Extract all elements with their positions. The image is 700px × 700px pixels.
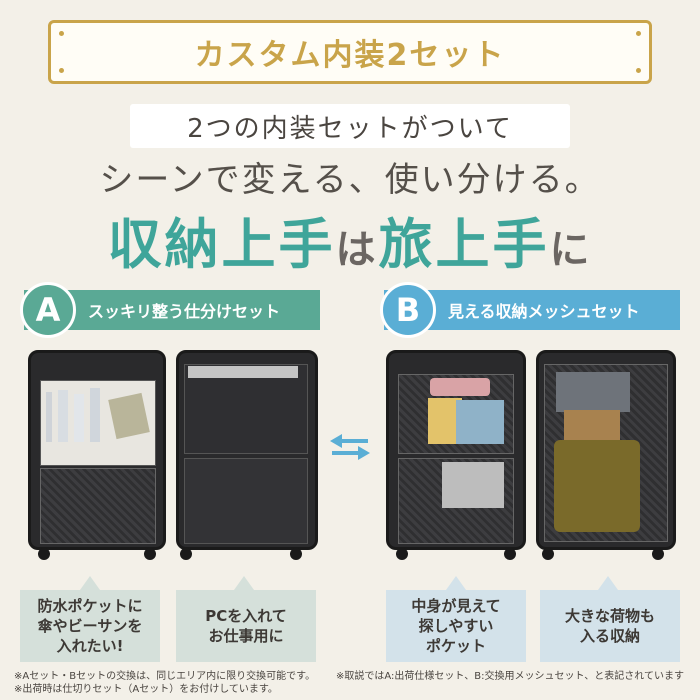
set-b-ribbon: B 見える収納メッシュセット	[380, 282, 680, 338]
footnote-right-line-1: ※取説ではA:出荷仕様セット、B:交換用メッシュセット、と表記されています	[336, 671, 684, 682]
callout-pc-compartment: PCを入れてお仕事用に	[176, 590, 316, 662]
callout-large-storage: 大きな荷物も入る収納	[540, 590, 680, 662]
callout-3-line-3: ポケット	[425, 637, 486, 655]
callout-1-line-2: 傘やビーサンを	[37, 617, 143, 635]
callout-waterproof-pocket: 防水ポケットに傘やビーサンを入れたい!	[20, 590, 160, 662]
title-banner: カスタム内装2セット	[48, 20, 652, 84]
footnote-left-line-1: ※Aセット・Bセットの交換は、同じエリア内に限り交換可能です。	[14, 671, 316, 682]
lead-line-2: シーンで変える、使い分ける。	[99, 160, 601, 200]
set-a-label: スッキリ整う仕分けセット	[88, 302, 281, 321]
callout-4-line-2: 入る収納	[579, 627, 640, 645]
set-a-ribbon: A スッキリ整う仕分けセット	[20, 282, 320, 338]
hero-part-2: は	[335, 227, 379, 273]
lead-line-1: 2つの内装セットがついて	[130, 104, 570, 148]
set-a-badge: A	[20, 282, 76, 338]
set-b-badge: B	[380, 282, 436, 338]
swap-arrows-icon	[330, 434, 370, 460]
page-title: カスタム内装2セット	[194, 38, 506, 73]
footnote-right: ※取説ではA:出荷仕様セット、B:交換用メッシュセット、と表記されています	[336, 670, 692, 683]
suitcase-a-image	[28, 350, 318, 562]
hero-part-3: 旅上手	[378, 213, 550, 276]
hero-heading: 収納上手は旅上手に	[0, 200, 700, 279]
set-b-label: 見える収納メッシュセット	[448, 302, 640, 321]
callout-2-line-2: お仕事用に	[208, 627, 284, 645]
callout-3-line-1: 中身が見えて	[411, 597, 501, 615]
callout-1-line-3: 入れたい!	[56, 637, 124, 655]
callout-1-line-1: 防水ポケットに	[37, 597, 143, 615]
callout-2-line-1: PCを入れて	[205, 607, 287, 625]
callout-4-line-1: 大きな荷物も	[564, 607, 655, 625]
hero-part-1: 収納上手	[107, 213, 336, 276]
suitcase-b-image	[386, 350, 676, 562]
callout-visible-pocket: 中身が見えて探しやすいポケット	[386, 590, 526, 662]
footnote-left-line-2: ※出荷時は仕切りセット（Aセット）をお付けしています。	[14, 684, 278, 695]
callout-3-line-2: 探しやすい	[418, 617, 494, 635]
footnote-left: ※Aセット・Bセットの交換は、同じエリア内に限り交換可能です。 ※出荷時は仕切り…	[14, 670, 344, 696]
hero-part-4: に	[549, 227, 593, 273]
